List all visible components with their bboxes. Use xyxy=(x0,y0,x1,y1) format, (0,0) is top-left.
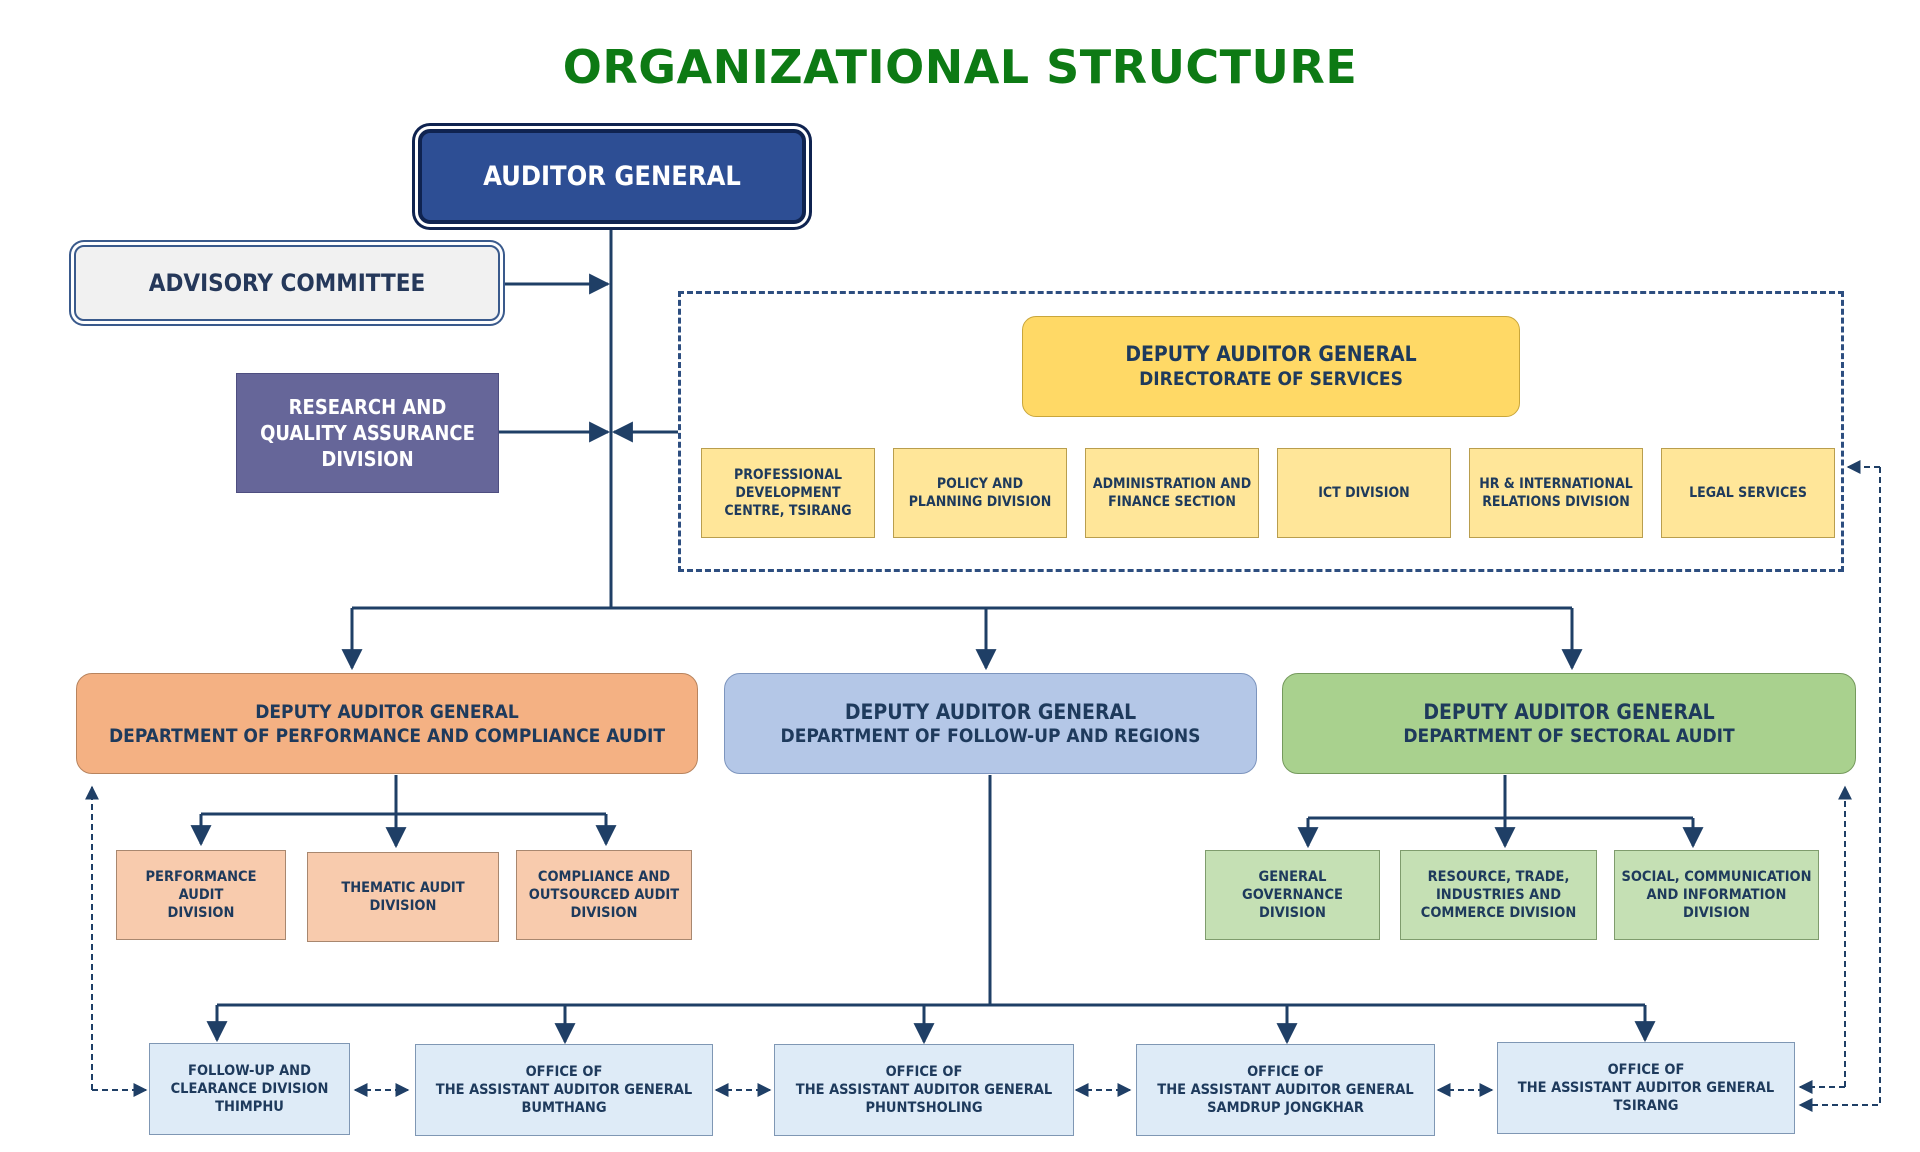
follow-up-clearance-division-thimphu-box: FOLLOW-UP AND CLEARANCE DIVISION THIMPHU xyxy=(149,1043,350,1135)
hr-international-relations-box: HR & INTERNATIONAL RELATIONS DIVISION xyxy=(1469,448,1643,538)
general-governance-division-box: GENERAL GOVERNANCE DIVISION xyxy=(1205,850,1380,940)
directorate-of-services-box: DEPUTY AUDITOR GENERAL DIRECTORATE OF SE… xyxy=(1022,316,1520,417)
performance-compliance-dept-box: DEPUTY AUDITOR GENERAL DEPARTMENT OF PER… xyxy=(76,673,698,774)
follow-up-regions-dept-box: DEPUTY AUDITOR GENERAL DEPARTMENT OF FOL… xyxy=(724,673,1257,774)
office-aag-tsirang-box: OFFICE OF THE ASSISTANT AUDITOR GENERAL … xyxy=(1497,1042,1795,1134)
administration-finance-section-box: ADMINISTRATION AND FINANCE SECTION xyxy=(1085,448,1259,538)
office-aag-samdrup-jongkhar-box: OFFICE OF THE ASSISTANT AUDITOR GENERAL … xyxy=(1136,1044,1435,1136)
performance-audit-division-box: PERFORMANCE AUDIT DIVISION xyxy=(116,850,286,940)
thematic-audit-division-box: THEMATIC AUDIT DIVISION xyxy=(307,852,499,942)
research-quality-assurance-box: RESEARCH AND QUALITY ASSURANCE DIVISION xyxy=(236,373,499,493)
social-communication-information-division-box: SOCIAL, COMMUNICATION AND INFORMATION DI… xyxy=(1614,850,1819,940)
page-title: ORGANIZATIONAL STRUCTURE xyxy=(562,40,1358,94)
sectoral-audit-dept-box: DEPUTY AUDITOR GENERAL DEPARTMENT OF SEC… xyxy=(1282,673,1856,774)
directorate-of-services-group xyxy=(678,291,1844,572)
compliance-outsourced-audit-division-box: COMPLIANCE AND OUTSOURCED AUDIT DIVISION xyxy=(516,850,692,940)
resource-trade-industries-division-box: RESOURCE, TRADE, INDUSTRIES AND COMMERCE… xyxy=(1400,850,1597,940)
advisory-committee-box: ADVISORY COMMITTEE xyxy=(74,245,500,321)
auditor-general-box: AUDITOR GENERAL xyxy=(418,129,806,224)
legal-services-box: LEGAL SERVICES xyxy=(1661,448,1835,538)
policy-planning-division-box: POLICY AND PLANNING DIVISION xyxy=(893,448,1067,538)
office-aag-phuntsholing-box: OFFICE OF THE ASSISTANT AUDITOR GENERAL … xyxy=(774,1044,1074,1136)
ict-division-box: ICT DIVISION xyxy=(1277,448,1451,538)
professional-development-centre-box: PROFESSIONAL DEVELOPMENT CENTRE, TSIRANG xyxy=(701,448,875,538)
office-aag-bumthang-box: OFFICE OF THE ASSISTANT AUDITOR GENERAL … xyxy=(415,1044,713,1136)
